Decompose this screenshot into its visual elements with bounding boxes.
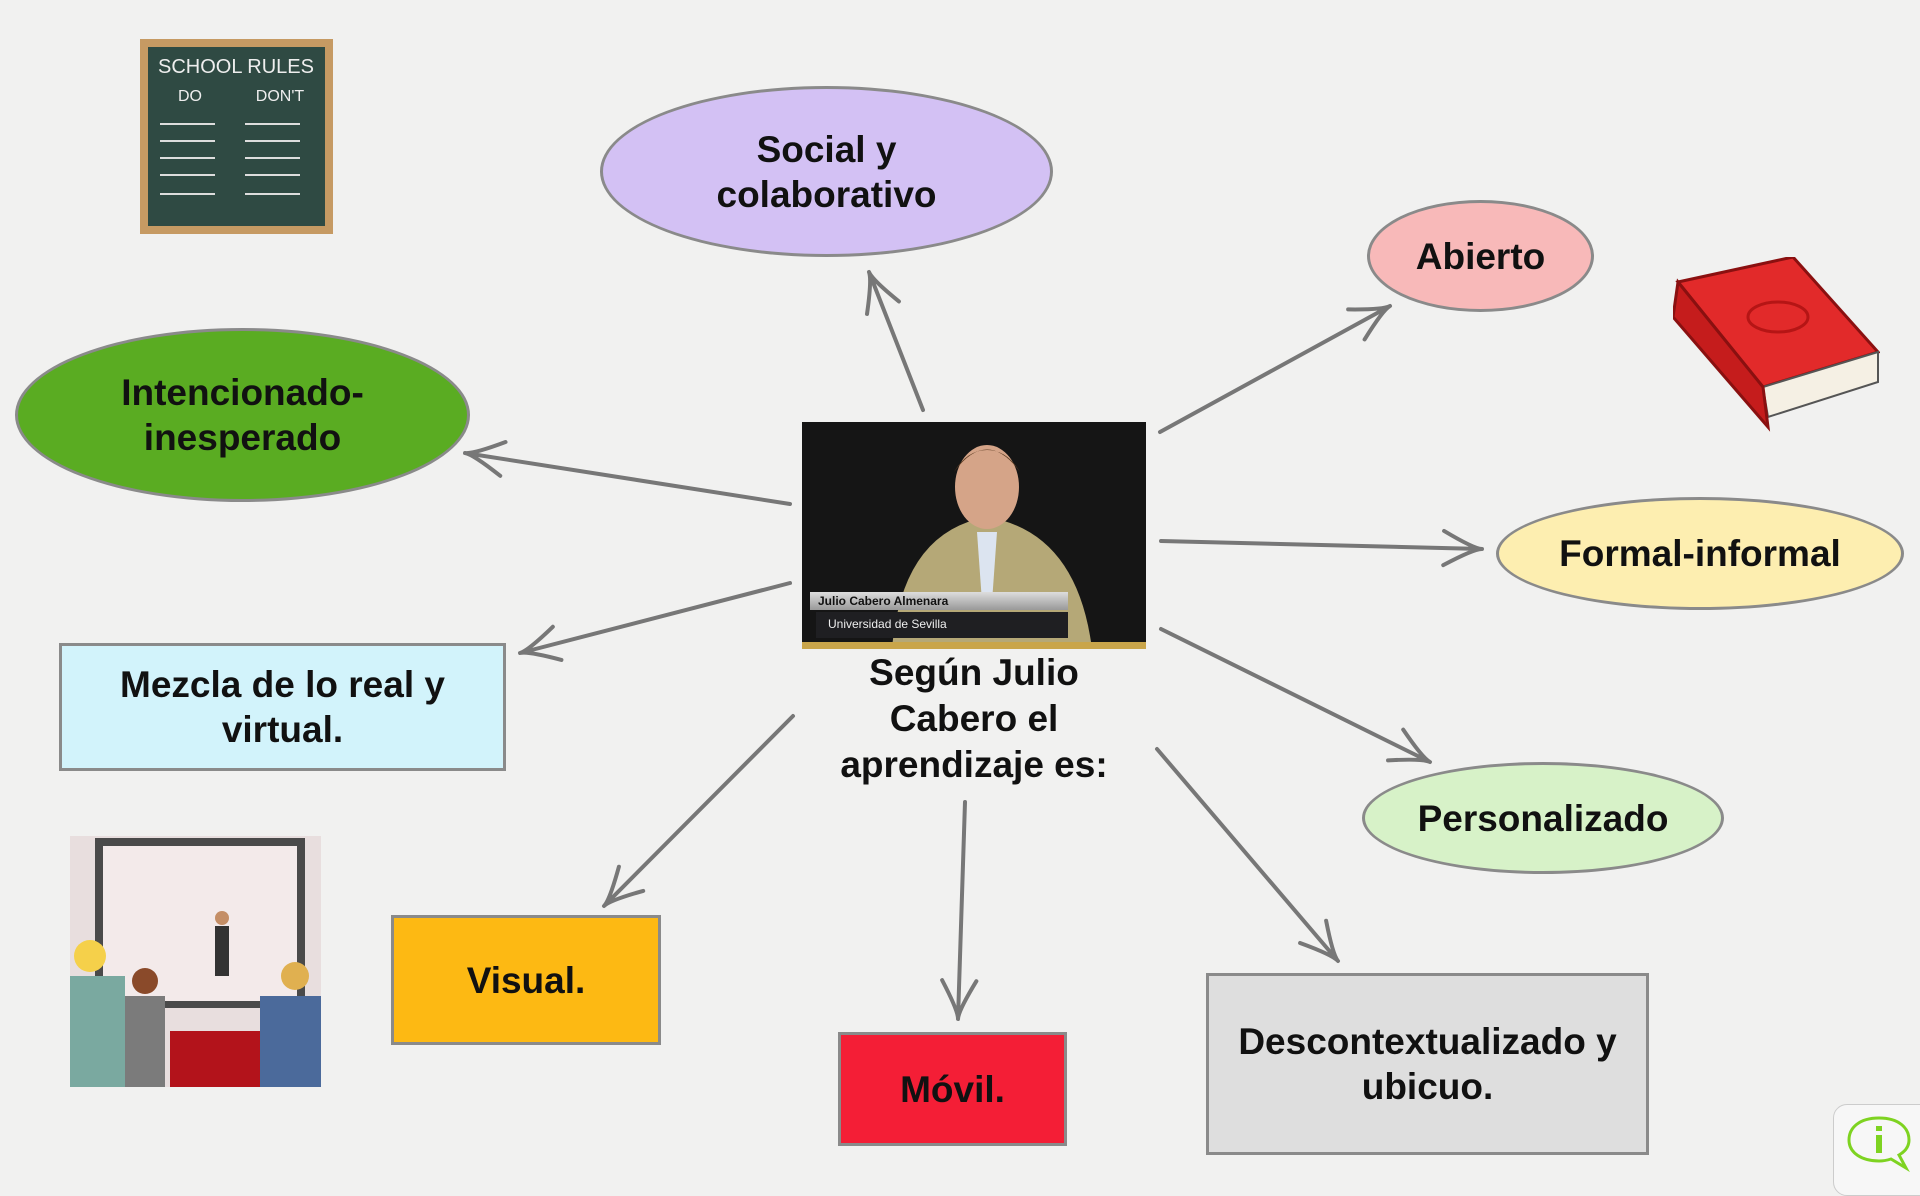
node-personalizado[interactable]: Personalizado [1362,762,1724,874]
node-visual[interactable]: Visual. [391,915,661,1045]
video-caption-affiliation: Universidad de Sevilla [816,612,1068,638]
red-book-image [1673,257,1880,432]
node-mezcla-real-virtual[interactable]: Mezcla de lo real y virtual. [59,643,506,771]
node-formal-informal[interactable]: Formal-informal [1496,497,1904,610]
video-caption-name: Julio Cabero Almenara [810,592,1068,610]
svg-text:SCHOOL RULES: SCHOOL RULES [158,56,314,78]
node-abierto[interactable]: Abierto [1367,200,1594,312]
arrow-2 [1158,304,1392,434]
arrow-3 [463,440,792,506]
video-gold-bar [802,642,1146,649]
info-speech-bubble-icon [1847,1116,1911,1173]
arrow-9 [1155,747,1340,963]
arrow-5 [518,581,792,662]
arrow-1 [865,270,925,412]
svg-text:DON'T: DON'T [256,88,305,105]
arrow-8 [940,800,979,1021]
presentation-image [70,836,321,1087]
info-button[interactable] [1833,1104,1920,1196]
speaker-video-thumbnail[interactable]: Julio Cabero Almenara Universidad de Sev… [802,422,1146,649]
central-topic: Según Julio Cabero el aprendizaje es: [840,652,1108,785]
arrow-6 [1159,627,1432,764]
node-intencionado-inesperado[interactable]: Intencionado-inesperado [15,328,470,502]
arrow-4 [1159,528,1484,568]
node-social-colaborativo[interactable]: Social y colaborativo [600,86,1053,257]
svg-text:DO: DO [178,88,202,105]
node-movil[interactable]: Móvil. [838,1032,1067,1146]
chalkboard-image: SCHOOL RULES DO DON'T [140,39,333,234]
arrow-7 [602,714,795,908]
node-descontextualizado-ubicuo[interactable]: Descontextualizado y ubicuo. [1206,973,1649,1155]
